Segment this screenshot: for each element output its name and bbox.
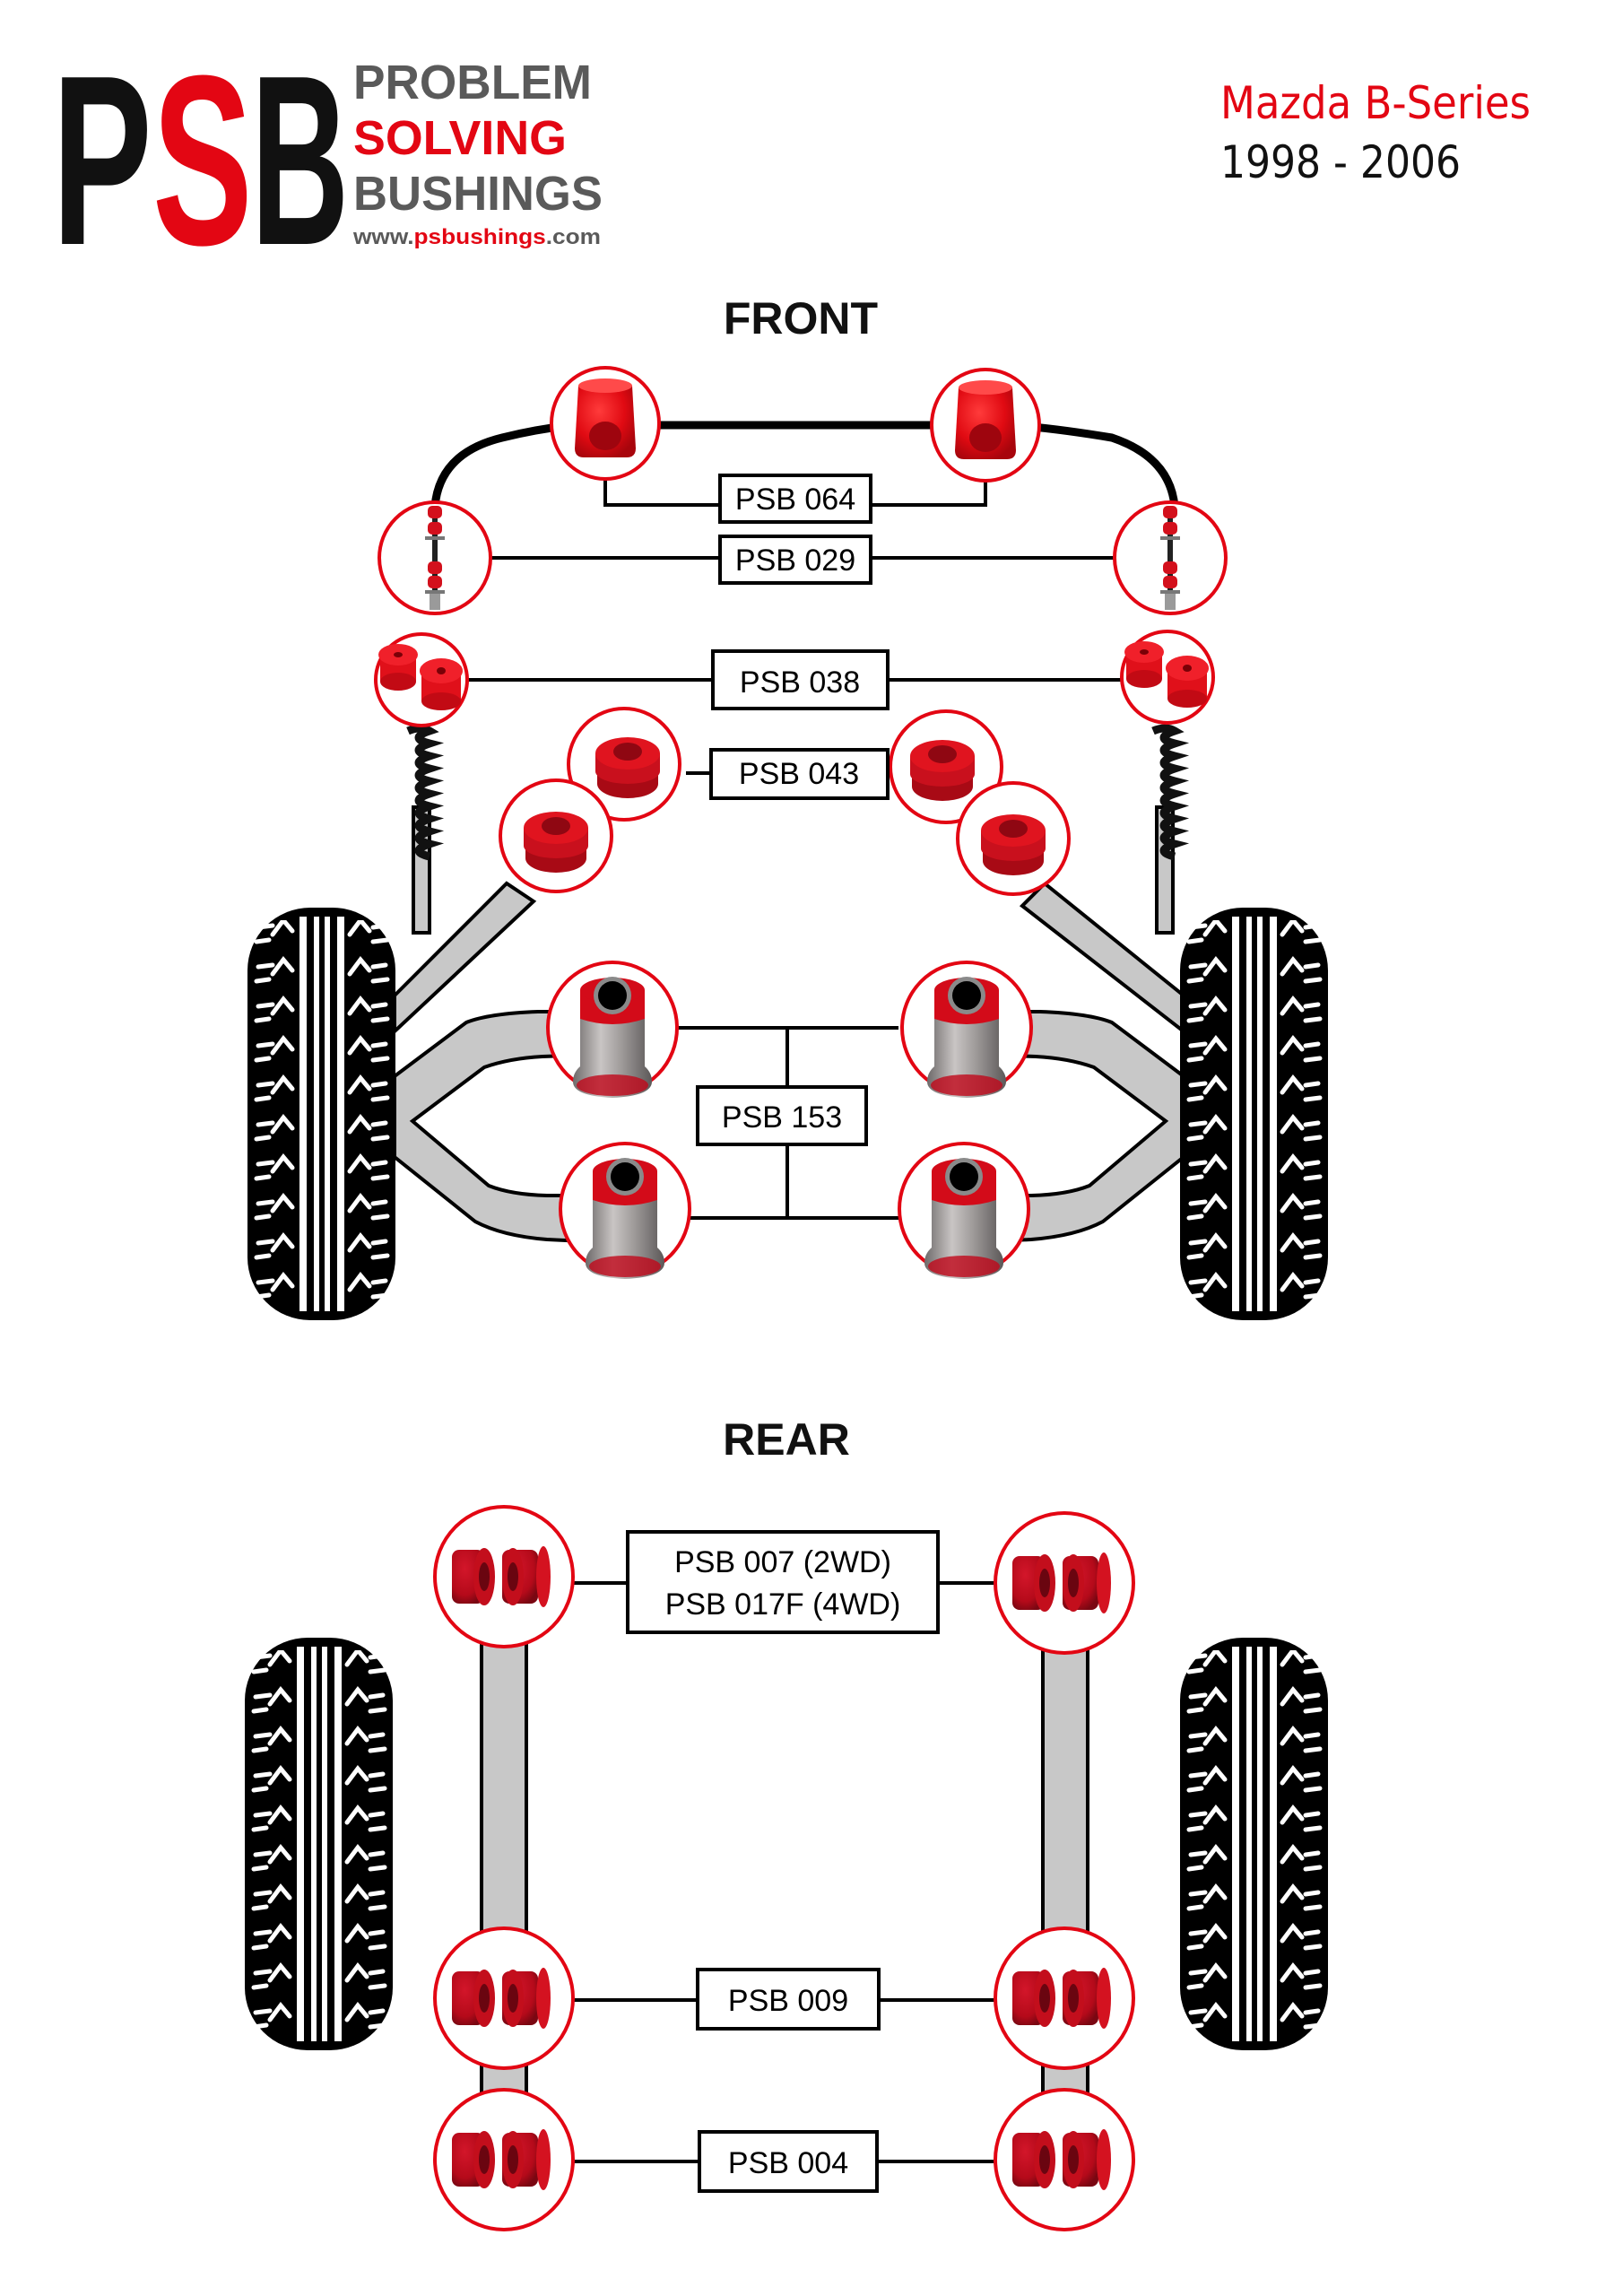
- logo-url-suffix: .com: [546, 225, 601, 249]
- label-psb-009-text: PSB 009: [728, 1984, 848, 2018]
- psb-004-left-callout[interactable]: [433, 2088, 575, 2231]
- label-psb-153[interactable]: PSB 153: [696, 1085, 868, 1146]
- psb-043-lower-right-callout[interactable]: [956, 781, 1071, 896]
- psb-153-upper-left-callout[interactable]: [546, 961, 679, 1098]
- rear-leader-lines: [574, 1581, 995, 2163]
- grommet-bush-icon: [524, 812, 588, 873]
- logo-line-problem: PROBLEM: [353, 56, 592, 109]
- psb-153-lower-right-callout[interactable]: [898, 1142, 1030, 1279]
- grommet-bush-icon: [595, 737, 660, 798]
- label-psb-064-text: PSB 064: [735, 483, 855, 517]
- front-left-tyre: [247, 908, 395, 1320]
- psb-009-left-callout[interactable]: [433, 1926, 575, 2070]
- logo-line-bushings: BUSHINGS: [353, 167, 603, 221]
- metal-shell-bush-icon: [927, 977, 1006, 1098]
- metal-shell-bush-icon: [924, 1158, 1003, 1279]
- label-psb-004[interactable]: PSB 004: [698, 2130, 879, 2193]
- logo-letter-p: P: [52, 25, 152, 296]
- label-psb-009[interactable]: PSB 009: [696, 1968, 881, 2031]
- psb-004-right-callout[interactable]: [994, 2088, 1135, 2231]
- label-psb-029[interactable]: PSB 029: [718, 535, 872, 585]
- label-psb-043[interactable]: PSB 043: [709, 748, 890, 800]
- front-right-coil-spring: [1151, 724, 1190, 935]
- logo-url-prefix: www.: [352, 225, 414, 249]
- psb-029-left-callout[interactable]: [378, 500, 492, 615]
- logo-line-solving: SOLVING: [353, 111, 567, 165]
- rear-left-tyre: [245, 1638, 393, 2050]
- front-left-coil-spring: [406, 724, 445, 935]
- logo-letter-b: B: [251, 26, 349, 296]
- vehicle-model: Mazda B-Series: [1220, 77, 1531, 129]
- vehicle-years: 1998 - 2006: [1220, 136, 1461, 188]
- front-left-lower-arm: [393, 1010, 603, 1245]
- metal-shell-bush-icon: [586, 1158, 664, 1279]
- psb-logo[interactable]: P S B PROBLEM SOLVING BUSHINGS www.psbus…: [52, 25, 603, 296]
- front-right-lower-arm: [976, 1010, 1185, 1245]
- front-right-tyre: [1180, 908, 1328, 1320]
- psb-038-left-callout[interactable]: [374, 632, 469, 727]
- grommet-bush-icon: [910, 740, 975, 801]
- rear-section-title: REAR: [723, 1414, 850, 1465]
- label-psb-043-text: PSB 043: [739, 757, 859, 791]
- psb-153-upper-right-callout[interactable]: [900, 961, 1033, 1098]
- psb-043-upper-right-callout[interactable]: [889, 709, 1003, 824]
- label-psb-038-text: PSB 038: [740, 665, 860, 700]
- label-psb-004-text: PSB 004: [728, 2146, 848, 2180]
- psb-064-right-callout[interactable]: [930, 368, 1041, 483]
- psb-043-upper-left-callout[interactable]: [567, 707, 681, 822]
- label-psb-007-017f[interactable]: PSB 007 (2WD) PSB 017F (4WD): [626, 1530, 940, 1634]
- psb-007-right-callout[interactable]: [994, 1511, 1135, 1655]
- metal-shell-bush-icon: [573, 977, 652, 1098]
- psb-007-left-callout[interactable]: [433, 1505, 575, 1648]
- front-leader-lines: [466, 477, 1124, 1220]
- psb-038-right-callout[interactable]: [1120, 630, 1215, 725]
- anti-roll-bar: [430, 421, 1179, 508]
- label-psb-038[interactable]: PSB 038: [711, 649, 890, 710]
- label-psb-064[interactable]: PSB 064: [718, 474, 872, 524]
- arb-bush-icon: [575, 378, 636, 457]
- logo-url[interactable]: www.psbushings.com: [352, 225, 601, 249]
- logo-letter-s: S: [152, 25, 253, 296]
- front-section-title: FRONT: [724, 293, 878, 344]
- psb-043-lower-left-callout[interactable]: [499, 778, 613, 893]
- arb-bush-icon: [955, 380, 1016, 459]
- label-psb-029-text: PSB 029: [735, 544, 855, 578]
- psb-064-left-callout[interactable]: [550, 366, 661, 481]
- psb-153-lower-left-callout[interactable]: [559, 1142, 691, 1279]
- grommet-bush-icon: [981, 814, 1046, 875]
- label-psb-017f-text: PSB 017F (4WD): [665, 1587, 901, 1622]
- psb-009-right-callout[interactable]: [994, 1926, 1135, 2070]
- label-psb-153-text: PSB 153: [722, 1100, 842, 1135]
- label-psb-007-text: PSB 007 (2WD): [674, 1545, 891, 1579]
- psb-029-right-callout[interactable]: [1113, 500, 1228, 615]
- logo-url-brand: psbushings: [414, 225, 546, 249]
- rear-right-tyre: [1180, 1638, 1328, 2050]
